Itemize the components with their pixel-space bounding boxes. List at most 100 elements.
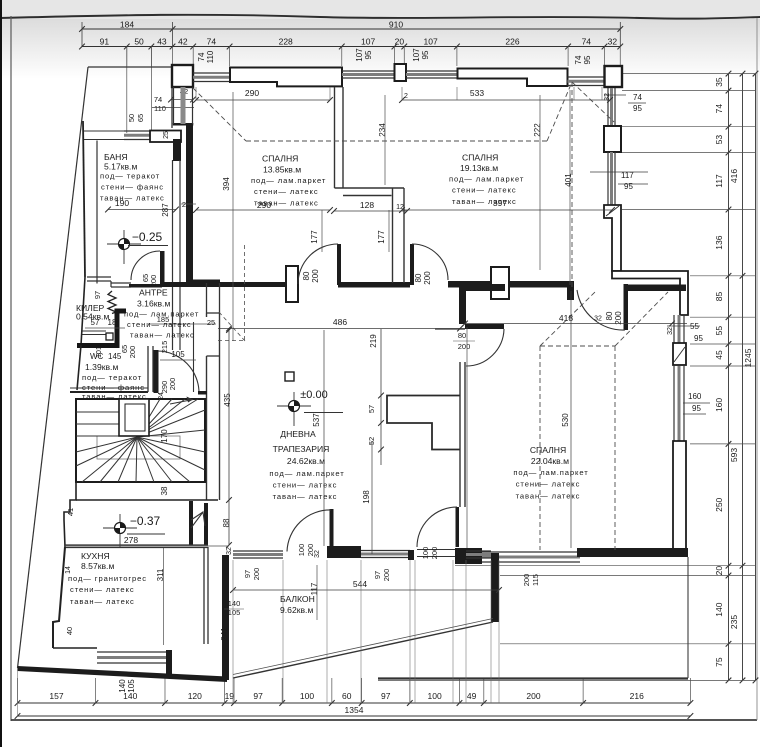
svg-text:235: 235 [729, 615, 739, 629]
svg-text:СПАЛНЯ: СПАЛНЯ [462, 153, 498, 163]
svg-text:−0.25: −0.25 [132, 230, 163, 244]
svg-text:WC: WC [90, 352, 104, 361]
svg-text:19.13кв.м: 19.13кв.м [460, 163, 498, 173]
svg-text:52: 52 [367, 437, 376, 445]
svg-text:97: 97 [243, 570, 252, 578]
svg-text:394: 394 [222, 177, 231, 191]
svg-text:стени— латекс: стени— латекс [254, 187, 319, 196]
svg-text:74: 74 [197, 52, 206, 61]
svg-text:53: 53 [714, 135, 724, 145]
svg-text:таван— латекс: таван— латекс [100, 194, 165, 203]
svg-text:91: 91 [100, 37, 110, 47]
svg-text:290: 290 [160, 381, 169, 394]
svg-text:418: 418 [559, 313, 573, 323]
svg-text:32: 32 [604, 93, 611, 101]
svg-text:−0.37: −0.37 [130, 514, 161, 528]
svg-text:32: 32 [314, 550, 321, 558]
svg-text:БАНЯ: БАНЯ [104, 152, 128, 162]
svg-text:1.39кв.м: 1.39кв.м [85, 362, 118, 372]
svg-text:КИЛЕР: КИЛЕР [76, 303, 105, 313]
svg-text:5.17кв.м: 5.17кв.м [104, 162, 137, 172]
svg-text:140: 140 [228, 599, 241, 608]
svg-text:43: 43 [157, 37, 167, 47]
svg-text:75: 75 [714, 657, 724, 667]
svg-text:32: 32 [226, 547, 233, 555]
svg-text:1354: 1354 [345, 705, 364, 715]
svg-text:3.16кв.м: 3.16кв.м [137, 299, 170, 309]
svg-text:100: 100 [428, 691, 442, 701]
svg-text:80: 80 [302, 271, 311, 280]
svg-text:530: 530 [561, 413, 570, 427]
svg-text:200: 200 [382, 569, 391, 582]
svg-text:95: 95 [421, 50, 430, 59]
svg-text:таван— латекс: таван— латекс [273, 492, 338, 501]
svg-text:74: 74 [582, 37, 592, 47]
svg-text:105: 105 [228, 608, 241, 617]
svg-text:80: 80 [605, 311, 614, 320]
svg-text:стени— фаянс: стени— фаянс [101, 183, 164, 192]
svg-text:200: 200 [526, 691, 540, 701]
svg-text:65: 65 [141, 274, 150, 282]
svg-text:97: 97 [381, 691, 391, 701]
svg-text:95: 95 [364, 50, 373, 59]
svg-text:278: 278 [124, 535, 138, 545]
svg-text:0.54кв.м: 0.54кв.м [76, 312, 109, 322]
svg-text:136: 136 [714, 235, 724, 249]
svg-text:18: 18 [108, 318, 117, 327]
svg-text:49: 49 [467, 691, 477, 701]
svg-text:74: 74 [633, 93, 642, 102]
svg-text:55: 55 [690, 322, 699, 331]
svg-text:107: 107 [361, 37, 375, 47]
svg-text:55: 55 [714, 326, 724, 336]
svg-text:под— лам.паркет: под— лам.паркет [124, 310, 199, 319]
svg-text:97: 97 [93, 291, 102, 299]
svg-text:±0.00: ±0.00 [300, 389, 327, 401]
svg-text:9.62кв.м: 9.62кв.м [280, 605, 313, 615]
svg-text:145: 145 [108, 352, 122, 361]
svg-text:533: 533 [470, 88, 484, 98]
svg-text:200: 200 [311, 269, 320, 283]
svg-text:25: 25 [207, 318, 215, 327]
svg-text:486: 486 [333, 317, 347, 327]
svg-text:41: 41 [66, 508, 75, 516]
svg-text:215: 215 [160, 341, 169, 354]
svg-text:107: 107 [412, 48, 421, 62]
svg-text:128: 128 [360, 200, 374, 210]
svg-text:401: 401 [564, 173, 573, 187]
svg-text:537: 537 [312, 413, 321, 427]
svg-text:50: 50 [134, 37, 144, 47]
svg-text:38: 38 [160, 486, 169, 495]
svg-text:290: 290 [257, 200, 271, 210]
svg-text:8.57кв.м: 8.57кв.м [81, 561, 114, 571]
svg-text:22.04кв.м: 22.04кв.м [531, 456, 569, 466]
svg-text:910: 910 [389, 20, 403, 30]
svg-text:1245: 1245 [743, 348, 753, 367]
svg-text:200: 200 [128, 346, 137, 359]
svg-text:100: 100 [300, 691, 314, 701]
svg-text:287: 287 [161, 203, 170, 217]
svg-text:20: 20 [395, 37, 405, 47]
svg-text:50: 50 [127, 114, 136, 122]
svg-text:74: 74 [154, 95, 162, 104]
svg-text:397: 397 [493, 198, 507, 208]
svg-text:160: 160 [688, 392, 702, 401]
svg-text:95: 95 [624, 182, 633, 191]
svg-text:200: 200 [458, 342, 471, 351]
svg-text:таван— латекс: таван— латекс [516, 492, 581, 501]
svg-text:ТРАПЕЗАРИЯ: ТРАПЕЗАРИЯ [273, 444, 330, 454]
svg-text:101: 101 [96, 346, 103, 358]
svg-text:стени— латекс: стени— латекс [127, 320, 192, 329]
svg-text:100: 100 [297, 544, 306, 557]
svg-text:170: 170 [160, 429, 169, 443]
svg-text:200: 200 [430, 547, 439, 560]
svg-text:140: 140 [118, 679, 127, 693]
svg-text:25: 25 [182, 200, 190, 209]
svg-text:184: 184 [120, 20, 134, 30]
svg-text:241: 241 [220, 627, 229, 641]
svg-text:228: 228 [279, 37, 293, 47]
svg-text:117: 117 [621, 171, 634, 180]
svg-text:под— гранитогрес: под— гранитогрес [68, 574, 147, 583]
svg-text:216: 216 [630, 691, 644, 701]
svg-text:110: 110 [206, 50, 215, 63]
svg-text:200: 200 [423, 271, 432, 285]
